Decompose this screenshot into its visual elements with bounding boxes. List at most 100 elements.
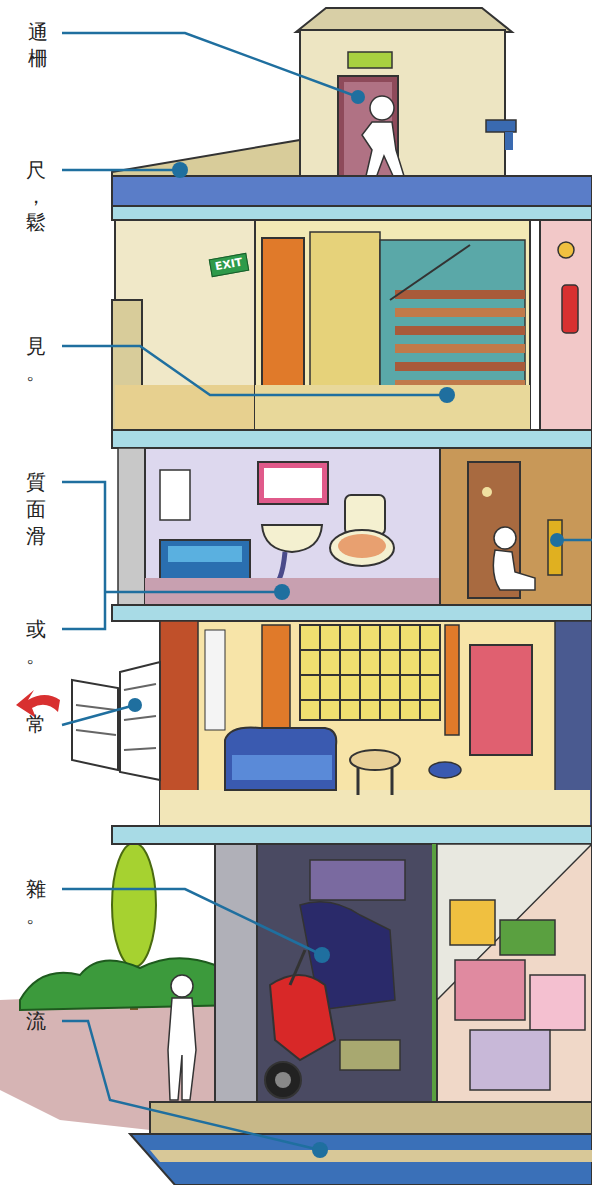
second-floor-part [440,448,592,605]
leader-line-part [62,346,447,395]
second-floor-part [548,520,562,575]
ground-floor-part [270,975,335,1060]
ground-floor-part [455,960,525,1020]
person-figure-part [168,998,196,1100]
first-floor-part [470,645,532,755]
leader-dot-part [550,533,564,547]
ground-floor-part [290,950,305,985]
third-floor-part [540,220,592,430]
person-figure-part [494,527,516,549]
ground-floor-part [265,1062,301,1098]
first-floor-part [350,750,400,770]
second-floor-part [338,534,386,558]
callout-text: 流 [26,1009,46,1033]
roof-stair-house-part [348,52,392,68]
leader-dot-part [351,90,365,104]
second-floor-part [262,525,322,552]
leader-line [62,33,592,1150]
roof-stair-house-part [300,30,505,180]
roof-deck-part [112,176,592,206]
second-floor-part [168,546,242,562]
second-floor-part [160,470,190,520]
first-floor-part [429,762,461,778]
third-floor-part [380,240,525,405]
leader-line-part [62,889,322,955]
roof-stair-house-part [486,120,516,132]
second-floor-part [482,487,492,497]
second-floor-part [345,495,385,535]
ground-floor-part [450,900,495,945]
first-floor-part [205,630,225,730]
leader-line-part [62,482,105,629]
ground-floor-part [500,920,555,955]
person-figure-part [171,975,193,997]
first-floor [112,621,592,844]
second-floor-part [112,605,592,621]
third-floor-part [390,245,470,300]
callout-text: 柵 [28,46,48,70]
ground-floor-part [257,844,435,1104]
base-slab [130,1102,592,1185]
roof-deck [112,140,592,220]
open-window-part [120,662,160,780]
leader-line-part [105,591,282,594]
leader-dot-part [314,947,330,963]
person-figure [168,975,196,1100]
leader-dot-part [312,1142,328,1158]
third-floor-part [115,385,255,430]
callout-text: 見 [26,334,46,358]
ground-floor-part [215,844,257,1104]
second-floor [112,448,592,621]
third-floor-part [395,290,525,299]
third-floor-part [395,362,525,371]
person-figure [362,96,404,178]
first-floor-part [160,790,590,826]
first-floor-part [300,625,440,720]
person-figure [493,527,535,590]
roof-stair-house-part [296,8,512,32]
callout-text: 或 [26,617,46,641]
callout-text: 質 [26,470,46,494]
first-floor-part [232,755,332,780]
second-floor-part [330,530,394,566]
callout-text: 。 [26,903,46,927]
callout-text: 。 [26,643,46,667]
roof-stair-house [296,8,516,180]
third-floor-part [255,385,530,430]
leader-line-part [62,705,135,725]
ground-floor-part [275,1072,291,1088]
person-figure-part [362,122,404,178]
tree-part [112,843,156,967]
third-floor-part [558,242,574,258]
first-floor-part [300,625,440,720]
ground-floor [215,844,592,1104]
callout-text: 雜 [26,877,46,901]
callout-text: 鬆 [26,210,46,234]
ground-floor-part [530,975,585,1030]
leader-line-part [62,33,358,97]
tree [20,843,240,1010]
first-floor-part [262,625,290,735]
first-floor-part [358,768,392,795]
first-floor-part [160,621,590,826]
base-slab-part [130,1134,592,1185]
tree-part [20,958,240,1010]
callout-text: 滑 [26,524,46,548]
third-floor-part [562,285,578,333]
ground-floor-part [437,844,592,1104]
roof-deck-part [112,206,592,220]
callout-text: 通 [28,20,48,44]
ground-floor-part [340,1040,400,1070]
base-slab-part [150,1150,592,1162]
second-floor-part [145,448,440,605]
ground-floor-part [310,860,405,900]
first-floor-part [445,625,459,735]
leader-dot [128,90,564,1158]
first-floor-part [112,826,592,844]
leader-line-part [62,1021,320,1150]
callout-text: 常 [26,712,46,736]
callout-text: 。 [26,360,46,384]
second-floor-part [258,462,328,504]
leader-dot-part [274,584,290,600]
